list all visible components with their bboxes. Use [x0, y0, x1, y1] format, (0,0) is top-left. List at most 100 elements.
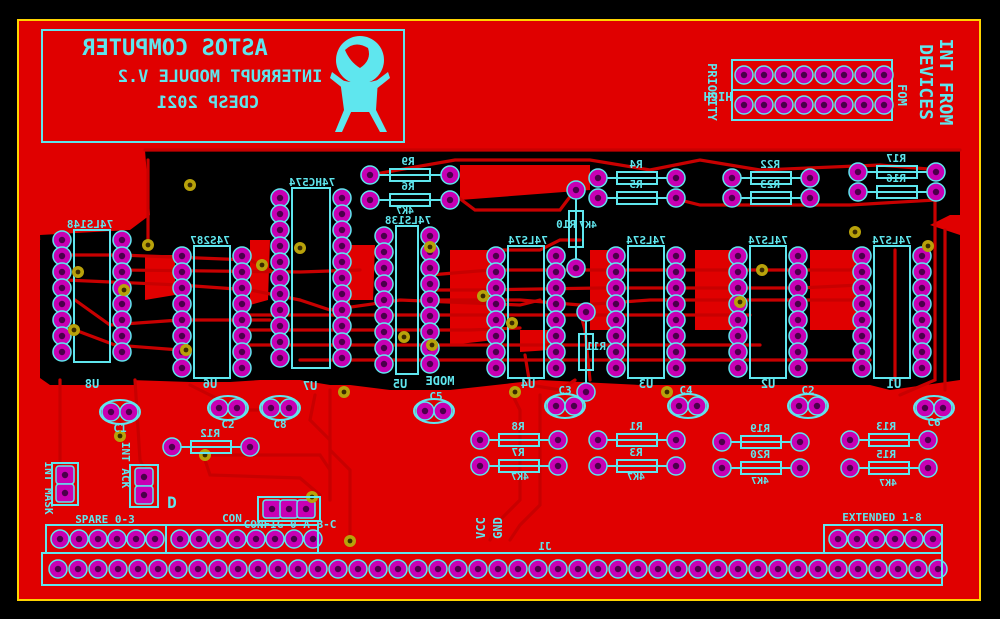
- j1-pin: [308, 559, 328, 579]
- chip-outline-u7: [291, 187, 331, 369]
- j1-pin: [828, 559, 848, 579]
- ic-pin: [912, 294, 932, 314]
- cap-pad: [119, 402, 139, 422]
- spare-pin: [88, 529, 108, 549]
- j1-pin: [808, 559, 828, 579]
- j1-pin: [688, 559, 708, 579]
- ic-pin: [666, 326, 686, 346]
- int-ack-pin: [134, 467, 154, 487]
- ic-pin: [666, 358, 686, 378]
- j1-pin: [648, 559, 668, 579]
- ic-pin: [420, 354, 440, 374]
- j1-pin: [68, 559, 88, 579]
- j1-pin: [528, 559, 548, 579]
- j1-pin: [748, 559, 768, 579]
- header-pin: [794, 65, 814, 85]
- resistor-pad: [548, 430, 568, 450]
- ic-pin: [912, 262, 932, 282]
- fom-label: FOM: [895, 84, 909, 106]
- resistor-pad: [548, 456, 568, 476]
- resistor-r22: R22: [722, 158, 820, 188]
- ic-pin: [270, 348, 290, 368]
- resistor-pad: [840, 458, 860, 478]
- ic-pin: [374, 354, 394, 374]
- chip-ref-label: U7: [303, 379, 317, 393]
- logo-line-1: INTERRUPT MODULE V.2: [118, 67, 323, 87]
- via: [180, 344, 192, 356]
- j1-pin: [88, 559, 108, 579]
- resistor-pad: [840, 430, 860, 450]
- resistor-pad: [848, 182, 868, 202]
- j1-pin: [468, 559, 488, 579]
- header-pin: [854, 95, 874, 115]
- resistor-ref: R15: [876, 448, 896, 461]
- resistor-pad: [162, 437, 182, 457]
- j1-pin: [428, 559, 448, 579]
- header-pin: [874, 65, 894, 85]
- ic-pin: [52, 278, 72, 298]
- resistor-pad: [588, 168, 608, 188]
- ic-pin: [172, 358, 192, 378]
- chip-part-label: 74LS74: [508, 234, 548, 247]
- j1-pin: [188, 559, 208, 579]
- ic-pin: [728, 358, 748, 378]
- resistor-pad: [800, 168, 820, 188]
- cap-pad: [261, 398, 281, 418]
- cap-pad: [546, 396, 566, 416]
- config-pin: [246, 529, 266, 549]
- mode-jumper-outline: [257, 496, 321, 522]
- int-ack-pin: [134, 485, 154, 505]
- chip-ref-label: U4: [521, 377, 535, 391]
- resistor-pad: [666, 430, 686, 450]
- chip-part-label: 74LS74: [748, 234, 788, 247]
- ic-pin: [546, 262, 566, 282]
- resistor-ref: R22: [760, 158, 780, 171]
- resistor-value: 4K7: [579, 220, 597, 231]
- header-pin: [734, 95, 754, 115]
- capacitor-c4: C4: [667, 384, 709, 419]
- j1-pin: [548, 559, 568, 579]
- header-pin: [814, 65, 834, 85]
- header-pin: [774, 65, 794, 85]
- j1-pin: [368, 559, 388, 579]
- chip-part-label: 74LS74: [626, 234, 666, 247]
- via: [734, 296, 746, 308]
- resistor-ref: R20: [750, 448, 770, 461]
- resistor-ref: R9: [401, 155, 414, 168]
- resistor-value: 4K7: [751, 476, 769, 487]
- resistor-r8: R8: [470, 420, 568, 450]
- extended-pin: [904, 529, 924, 549]
- j1-pin: [348, 559, 368, 579]
- ic-pin: [232, 310, 252, 330]
- cap-pad: [915, 398, 935, 418]
- chip-part-label: 74S287: [190, 234, 230, 247]
- resistor-r16: R16: [848, 172, 946, 202]
- ic-pin: [666, 310, 686, 330]
- via: [849, 226, 861, 238]
- resistor-value: 4K7: [879, 478, 897, 489]
- cap-ref: C5: [429, 390, 442, 403]
- ic-pin: [52, 294, 72, 314]
- chip-part-label: 74LS138: [385, 214, 431, 227]
- chip-ref-label: U2: [761, 377, 775, 391]
- cap-ref: C4: [679, 384, 693, 397]
- j1-pin: [608, 559, 628, 579]
- ic-pin: [486, 326, 506, 346]
- logo-title: ASTOS COMPUTER: [82, 36, 268, 61]
- header-pin: [874, 95, 894, 115]
- header-pin: [834, 65, 854, 85]
- resistor-pad: [576, 382, 596, 402]
- via: [398, 331, 410, 343]
- resistor-ref: R5: [629, 178, 642, 191]
- ic-pin: [728, 342, 748, 362]
- j1-pin: [768, 559, 788, 579]
- via: [424, 241, 436, 253]
- j1-pin: [228, 559, 248, 579]
- chip-outline-u4: [507, 245, 545, 379]
- ic-pin: [52, 342, 72, 362]
- spare-label: SPARE 0-3: [75, 513, 135, 526]
- resistor-ref: R17: [886, 152, 906, 165]
- cap-pad: [209, 398, 229, 418]
